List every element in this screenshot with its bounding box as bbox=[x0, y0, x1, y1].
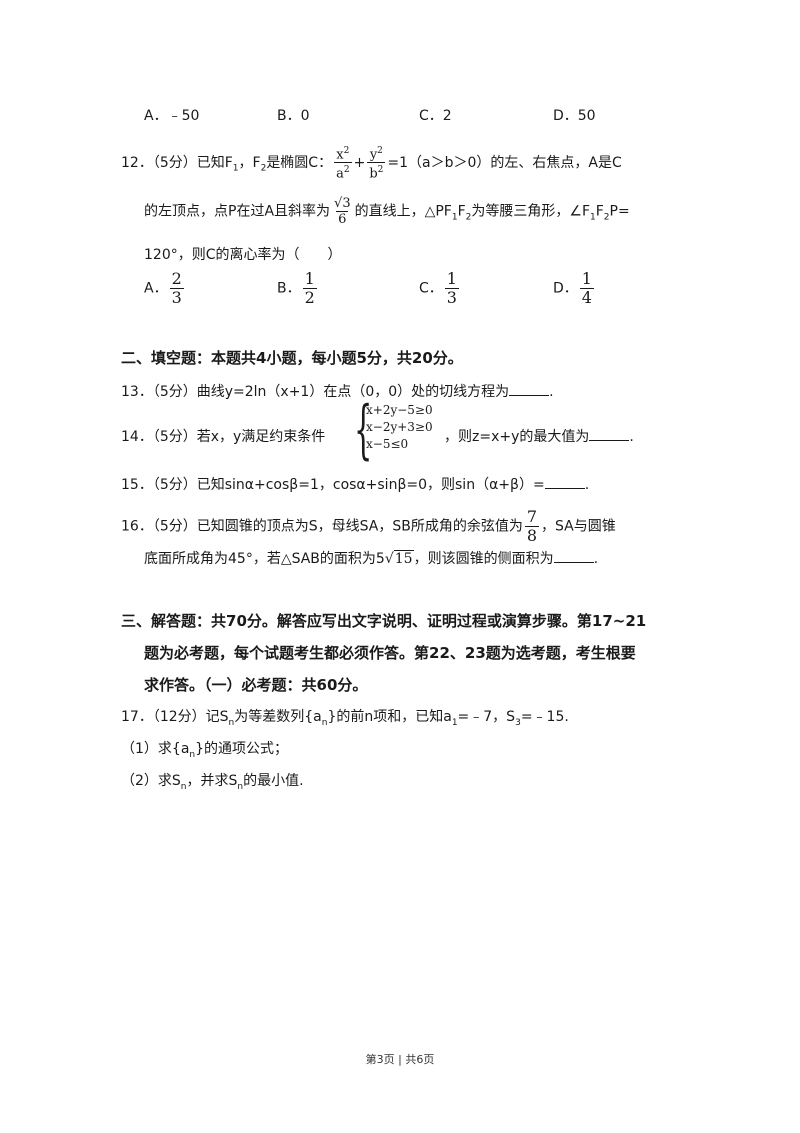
constraint-system: x+2y−5≥0 x−2y+3≥0 x−5≤0 bbox=[366, 402, 433, 453]
section-3-line-3: 求作答。（一）必考题：共60分。 bbox=[144, 676, 368, 694]
q14-post: ，则z=x+y的最大值为. bbox=[444, 428, 634, 445]
q12-text: 的左顶点，点P在过A且斜率为 bbox=[144, 203, 331, 220]
q12-sub: 1 bbox=[232, 163, 239, 174]
q12-text: 为等腰三角形，∠F bbox=[471, 203, 590, 220]
sqrt-symbol: √15 bbox=[384, 550, 414, 567]
q16-line-2: 底面所成角为45°，若△SAB的面积为5√15，则该圆锥的侧面积为. bbox=[144, 550, 599, 567]
section-2-title: 二、填空题：本题共4小题，每小题5分，共20分。 bbox=[121, 349, 463, 367]
answer-blank bbox=[544, 476, 585, 489]
q13: 13．（5分）曲线y=2ln（x+1）在点（0，0）处的切线方程为. bbox=[121, 383, 554, 400]
section-3-line-2: 题为必考题，每个试题考生都必须作答。第22、23题为选考题，考生根要 bbox=[144, 644, 636, 662]
q17-part-2: （2）求Sn，并求Sn的最小值. bbox=[121, 773, 304, 792]
q11-option-a: A．﹣50 bbox=[144, 108, 200, 124]
q12-text: 的直线上，△PF bbox=[354, 203, 452, 220]
constraint-2: x−2y+3≥0 bbox=[366, 420, 433, 434]
q15: 15．（5分）已知sinα+cosβ=1，cosα+sinβ=0，则sin（α+… bbox=[121, 476, 590, 493]
q12-text: 是椭圆C： bbox=[266, 154, 333, 171]
section-3-line-1: 三、解答题：共70分。解答应写出文字说明、证明过程或演算步骤。第17~21 bbox=[121, 612, 647, 630]
q12-sub: 2 bbox=[260, 163, 267, 174]
answer-blank bbox=[589, 428, 630, 441]
q11-option-d: D．50 bbox=[553, 108, 596, 124]
plus-sign: + bbox=[353, 154, 366, 171]
q12-line-3: 120°，则C的离心率为（ ） bbox=[144, 247, 342, 263]
page-footer: 第3页 | 共6页 bbox=[365, 1053, 435, 1066]
q12-text: ，F bbox=[238, 154, 261, 171]
constraint-1: x+2y−5≥0 bbox=[366, 403, 433, 417]
answer-blank bbox=[509, 383, 550, 396]
answer-blank bbox=[553, 550, 594, 563]
q14: 14．（5分）若x，y满足约束条件 bbox=[121, 429, 326, 445]
q12-tail: =1（a＞b＞0）的左、右焦点，A是C bbox=[387, 154, 622, 171]
q17-part-1: （1）求{an}的通项公式； bbox=[121, 741, 289, 760]
constraint-3: x−5≤0 bbox=[366, 437, 409, 451]
q11-option-c: C．2 bbox=[419, 108, 452, 124]
q11-option-b: B．0 bbox=[277, 108, 310, 124]
q12-prefix: 12．（5分）已知F bbox=[121, 154, 233, 171]
brace-symbol: { bbox=[354, 393, 373, 467]
q17: 17．（12分）记Sn为等差数列{an}的前n项和，已知a1=﹣7，S3=﹣15… bbox=[121, 709, 569, 728]
